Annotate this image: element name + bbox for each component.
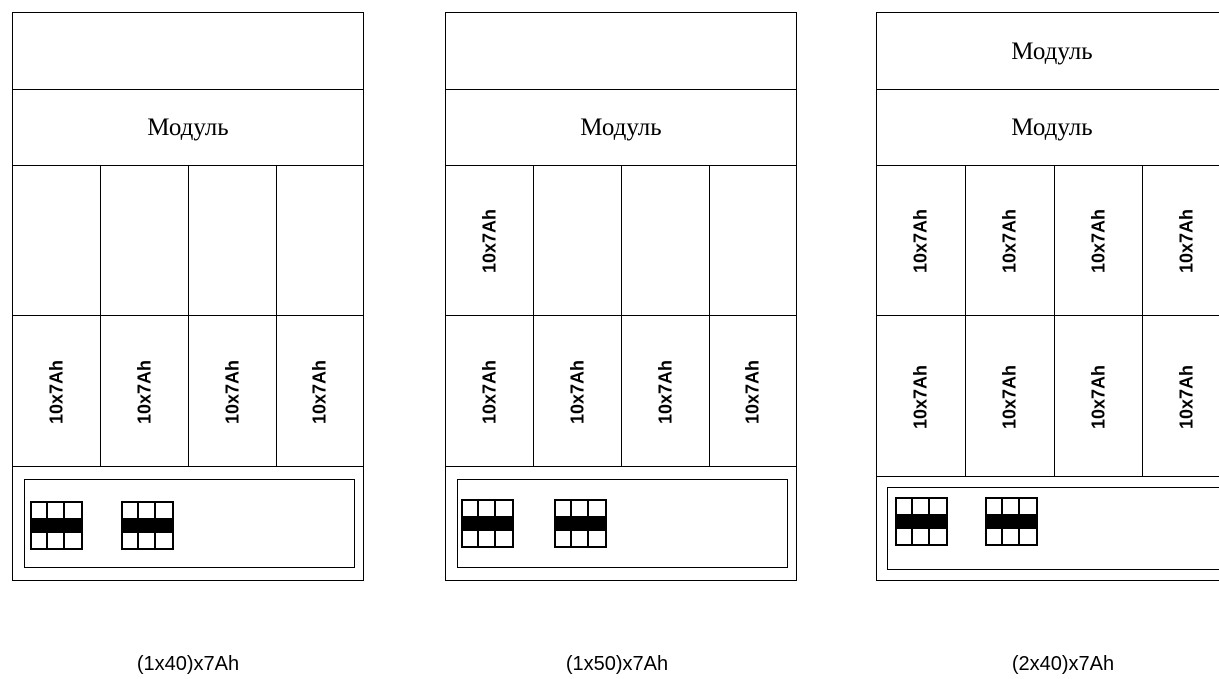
module-slot: Модуль — [876, 89, 1219, 167]
battery-cell: 10x7Ah — [446, 316, 534, 467]
circuit-breaker — [30, 501, 83, 550]
circuit-breaker — [121, 501, 174, 550]
battery-cell — [101, 166, 189, 316]
battery-cell: 10x7Ah — [13, 316, 101, 467]
circuit-breaker — [554, 499, 607, 548]
breaker-rail — [887, 487, 1219, 570]
upper-battery-row: 10x7Ah 10x7Ah 10x7Ah 10x7Ah — [876, 165, 1219, 317]
battery-cell: 10x7Ah — [189, 316, 277, 467]
battery-label: 10x7Ah — [1088, 364, 1108, 429]
lower-battery-row: 10x7Ah 10x7Ah 10x7Ah 10x7Ah — [876, 315, 1219, 478]
breaker-panel — [12, 466, 364, 581]
lower-battery-row: 10x7Ah 10x7Ah 10x7Ah 10x7Ah — [12, 315, 364, 468]
battery-label: 10x7Ah — [46, 359, 66, 424]
upper-battery-row: 10x7Ah — [445, 165, 797, 317]
battery-label: 10x7Ah — [479, 359, 499, 424]
battery-cell: 10x7Ah — [446, 166, 534, 316]
battery-cell — [534, 166, 622, 316]
battery-label: 10x7Ah — [999, 364, 1020, 429]
battery-cell: 10x7Ah — [534, 316, 622, 467]
battery-cell: 10x7Ah — [1143, 166, 1219, 316]
battery-label: 10x7Ah — [1088, 208, 1108, 274]
battery-cell: 10x7Ah — [966, 316, 1055, 477]
circuit-breaker — [461, 499, 514, 548]
circuit-breaker — [895, 497, 948, 546]
battery-cell: 10x7Ah — [966, 166, 1055, 316]
lower-battery-row: 10x7Ah 10x7Ah 10x7Ah 10x7Ah — [445, 315, 797, 468]
top-module-slot: Модуль — [876, 12, 1219, 91]
battery-label: 10x7Ah — [479, 208, 499, 274]
module-label: Модуль — [147, 114, 229, 141]
top-module-label: Модуль — [1011, 37, 1093, 65]
module-slot: Модуль — [12, 89, 364, 167]
battery-label: 10x7Ah — [910, 364, 931, 429]
battery-cell — [710, 166, 795, 316]
battery-cell: 10x7Ah — [1055, 166, 1143, 316]
module-slot: Модуль — [445, 89, 797, 167]
battery-cell: 10x7Ah — [877, 166, 966, 316]
top-module-label — [446, 13, 796, 90]
battery-cell — [622, 166, 710, 316]
battery-label: 10x7Ah — [742, 359, 762, 424]
battery-cell: 10x7Ah — [1055, 316, 1143, 477]
top-module-slot — [12, 12, 364, 91]
battery-label: 10x7Ah — [655, 359, 675, 424]
cabinet-caption: (2x40)x7Ah — [1011, 653, 1115, 675]
battery-label: 10x7Ah — [222, 359, 242, 424]
circuit-breaker — [985, 497, 1038, 546]
breaker-panel — [876, 476, 1219, 581]
battery-label: 10x7Ah — [999, 208, 1020, 274]
battery-cell: 10x7Ah — [710, 316, 795, 467]
battery-label: 10x7Ah — [910, 208, 931, 274]
breaker-rail — [457, 479, 788, 568]
breaker-panel — [445, 466, 797, 581]
battery-cell: 10x7Ah — [277, 316, 362, 467]
battery-cell — [189, 166, 277, 316]
battery-label: 10x7Ah — [1176, 208, 1197, 274]
module-label: Модуль — [580, 114, 662, 141]
cabinet-caption: (1x40)x7Ah — [136, 653, 240, 675]
module-label: Модуль — [1011, 114, 1093, 141]
battery-cell: 10x7Ah — [877, 316, 966, 477]
battery-label: 10x7Ah — [567, 359, 587, 424]
battery-cell: 10x7Ah — [1143, 316, 1219, 477]
battery-cell — [13, 166, 101, 316]
battery-label: 10x7Ah — [1176, 364, 1197, 429]
cabinet-caption: (1x50)x7Ah — [565, 653, 669, 675]
battery-label: 10x7Ah — [134, 359, 154, 424]
battery-cell — [277, 166, 362, 316]
top-module-slot — [445, 12, 797, 91]
top-module-label — [13, 13, 363, 90]
breaker-rail — [24, 479, 355, 568]
battery-cell: 10x7Ah — [622, 316, 710, 467]
battery-label: 10x7Ah — [309, 359, 329, 424]
battery-cell: 10x7Ah — [101, 316, 189, 467]
upper-battery-row — [12, 165, 364, 317]
